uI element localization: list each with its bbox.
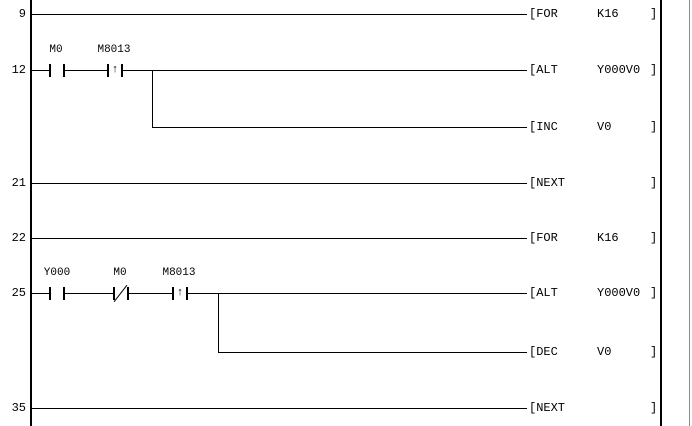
- step-number: 35: [11, 401, 26, 415]
- contact-label: Y000: [43, 267, 71, 279]
- nc-slash-icon: [113, 284, 128, 303]
- mnemonic-text: ALT: [536, 63, 558, 77]
- rung-wire: [30, 14, 527, 15]
- close-bracket: ]: [650, 63, 658, 77]
- contact-no-m0[interactable]: [49, 64, 65, 77]
- contact-label: M8013: [97, 44, 131, 56]
- instruction-mnemonic: [ALT: [529, 64, 558, 77]
- mnemonic-text: FOR: [536, 7, 558, 21]
- contact-label: M0: [49, 44, 63, 56]
- rung-wire: [30, 238, 527, 239]
- step-number: 25: [11, 286, 26, 300]
- mnemonic-text: FOR: [536, 231, 558, 245]
- instruction-alt-2[interactable]: [ALT Y000V0 ]: [529, 287, 658, 352]
- close-bracket: ]: [650, 120, 658, 134]
- step-number: 21: [11, 176, 26, 190]
- contact-no-y000[interactable]: [49, 287, 65, 300]
- rung-wire: [30, 293, 527, 294]
- close-bracket: ]: [650, 176, 658, 190]
- instruction-next-2[interactable]: [NEXT ]: [529, 402, 658, 426]
- instruction-for-1[interactable]: [FOR K16 ]: [529, 8, 658, 73]
- instruction-alt-1[interactable]: [ALT Y000V0 ]: [529, 64, 658, 129]
- rung-wire: [30, 70, 527, 71]
- mnemonic-text: INC: [536, 120, 558, 134]
- instruction-mnemonic: [FOR: [529, 232, 558, 245]
- rung-wire: [218, 352, 527, 353]
- step-number: 12: [11, 63, 26, 77]
- instruction-mnemonic: [NEXT: [529, 177, 565, 190]
- open-bracket: [: [529, 286, 537, 300]
- left-power-rail: [30, 0, 32, 426]
- contact-label: M0: [113, 267, 127, 279]
- instruction-inc[interactable]: [INC V0 ]: [529, 121, 658, 186]
- rung-wire: [30, 408, 527, 409]
- mnemonic-text: NEXT: [536, 176, 566, 190]
- instruction-mnemonic: [NEXT: [529, 402, 565, 415]
- open-bracket: [: [529, 401, 537, 415]
- instruction-mnemonic: [ALT: [529, 287, 558, 300]
- step-number: 22: [11, 231, 26, 245]
- mnemonic-text: ALT: [536, 286, 558, 300]
- instruction-for-2[interactable]: [FOR K16 ]: [529, 232, 658, 297]
- rung-wire: [152, 127, 527, 128]
- open-bracket: [: [529, 345, 537, 359]
- close-bracket: ]: [650, 7, 658, 21]
- branch-wire: [152, 70, 153, 128]
- instruction-mnemonic: [FOR: [529, 8, 558, 21]
- contact-nc-m0[interactable]: [113, 284, 129, 303]
- instruction-next-1[interactable]: [NEXT ]: [529, 177, 658, 242]
- instruction-operand: V0: [597, 345, 612, 359]
- window-edge: [689, 0, 690, 426]
- contact-label: M8013: [162, 267, 196, 279]
- instruction-operand: K16: [597, 231, 619, 245]
- close-bracket: ]: [650, 231, 658, 245]
- rung-wire: [30, 183, 527, 184]
- instruction-operand: Y000V0: [597, 63, 641, 77]
- instruction-mnemonic: [INC: [529, 121, 558, 134]
- open-bracket: [: [529, 7, 537, 21]
- open-bracket: [: [529, 231, 537, 245]
- close-bracket: ]: [650, 401, 658, 415]
- right-power-rail: [660, 0, 662, 426]
- instruction-operand: K16: [597, 7, 619, 21]
- open-bracket: [: [529, 176, 537, 190]
- pulse-arrow-icon: ↑: [176, 287, 184, 299]
- close-bracket: ]: [650, 286, 658, 300]
- contact-pulse-m8013-2[interactable]: ↑: [172, 287, 188, 300]
- branch-wire: [218, 293, 219, 353]
- instruction-dec[interactable]: [DEC V0 ]: [529, 346, 658, 411]
- instruction-operand: V0: [597, 120, 612, 134]
- instruction-operand: Y000V0: [597, 286, 641, 300]
- contact-pulse-m8013[interactable]: ↑: [107, 64, 123, 77]
- step-number: 9: [18, 7, 26, 21]
- open-bracket: [: [529, 63, 537, 77]
- close-bracket: ]: [650, 345, 658, 359]
- mnemonic-text: DEC: [536, 345, 558, 359]
- pulse-arrow-icon: ↑: [111, 64, 119, 76]
- mnemonic-text: NEXT: [536, 401, 566, 415]
- instruction-mnemonic: [DEC: [529, 346, 558, 359]
- open-bracket: [: [529, 120, 537, 134]
